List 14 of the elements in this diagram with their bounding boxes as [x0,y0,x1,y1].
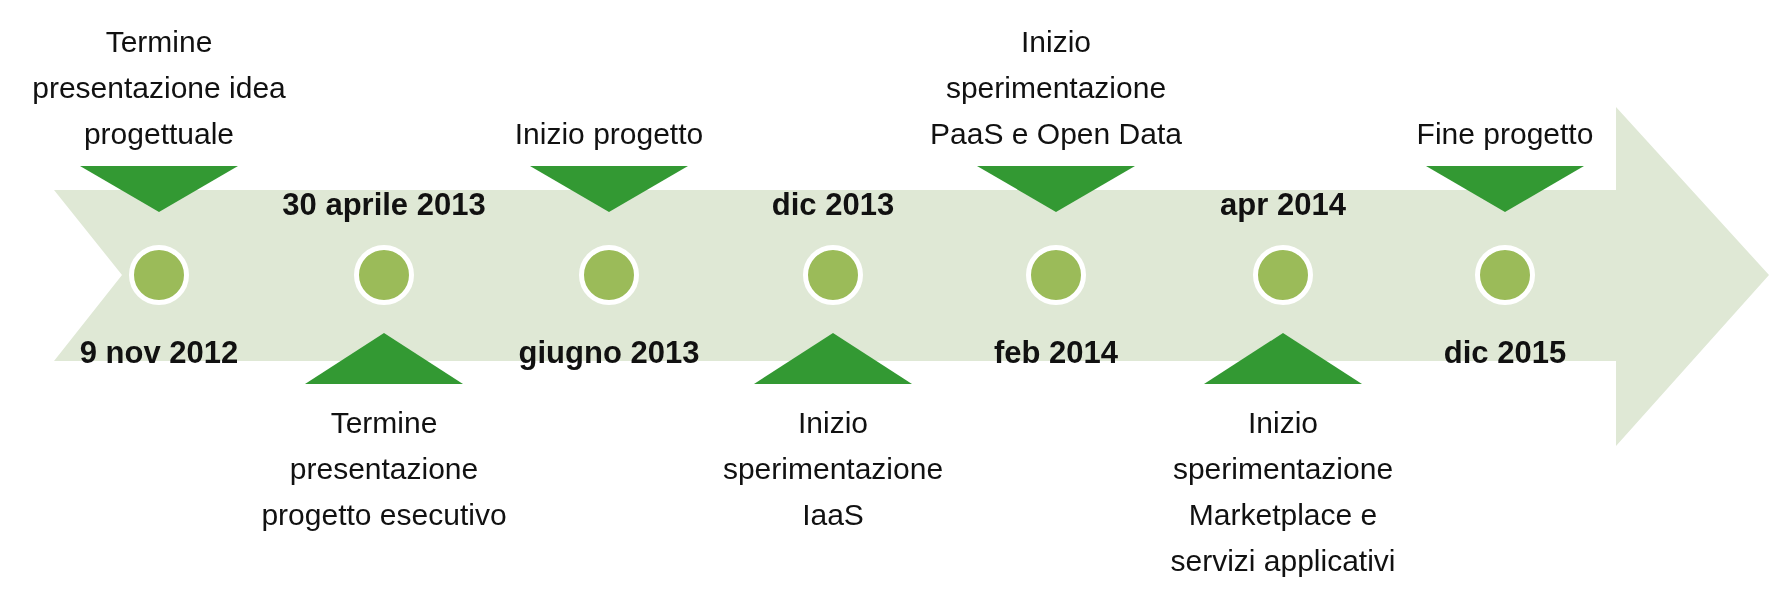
milestone-description: Inizio progetto [513,116,705,152]
milestone-date: feb 2014 [992,334,1120,372]
milestone-description: Inizio sperimentazione Marketplace e servizi applicativi [1169,405,1397,579]
milestone-date: giugno 2013 [517,334,701,372]
milestone-date: dic 2013 [770,186,896,224]
milestone-date: apr 2014 [1219,186,1347,224]
milestone-date: dic 2015 [1442,334,1568,372]
milestone-description: Inizio sperimentazione PaaS e Open Data [929,24,1183,152]
milestone-description: Fine progetto [1415,116,1595,152]
milestone-description: Termine presentazione idea progettuale [31,24,287,152]
milestone-description: Termine presentazione progetto esecutivo [260,405,508,533]
milestone-date: 30 aprile 2013 [281,186,487,224]
milestone-description: Inizio sperimentazione IaaS [721,405,945,533]
milestone-date: 9 nov 2012 [78,334,240,372]
